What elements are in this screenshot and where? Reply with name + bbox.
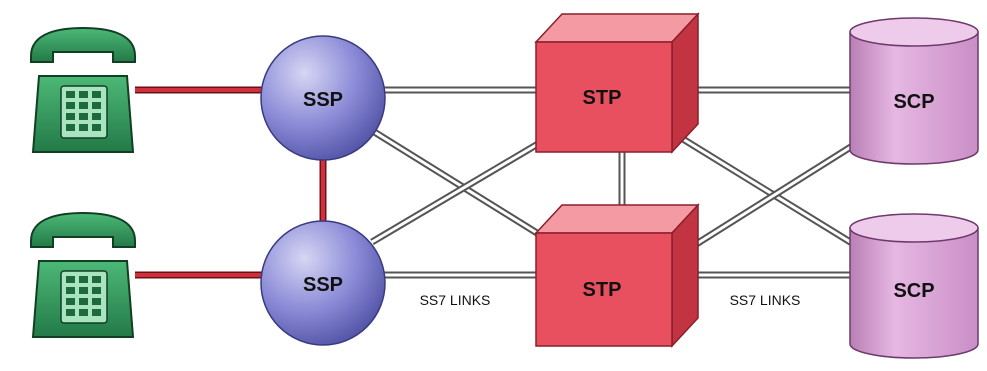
telephone-icon-bottom	[30, 211, 136, 338]
stp-node-top: STP	[534, 12, 700, 154]
link-ssp-bottom-stp-top	[370, 134, 550, 246]
ssp-node-top: SSP	[260, 35, 386, 161]
ssp-top-label: SSP	[303, 89, 343, 111]
stp-bottom-label: STP	[583, 279, 622, 301]
scp-bottom-label: SCP	[893, 280, 934, 302]
stp-node-bottom: STP	[534, 203, 700, 348]
scp-top-label: SCP	[893, 91, 934, 113]
ss7-links	[366, 86, 867, 279]
link-ssp-top-stp-bottom	[366, 125, 547, 241]
ssp-node-bottom: SSP	[260, 220, 386, 346]
ss7-links-label-left: SS7 LINKS	[420, 292, 491, 308]
ssp-bottom-label: SSP	[303, 274, 343, 296]
telephone-icon-top	[30, 26, 136, 153]
scp-node-top: SCP	[849, 17, 979, 165]
voice-lines	[135, 86, 327, 279]
scp-node-bottom: SCP	[849, 213, 979, 359]
link-stp-top-scp-bottom	[663, 125, 862, 251]
ss7-links-label-right: SS7 LINKS	[730, 292, 801, 308]
link-stp-bottom-scp-top	[688, 135, 867, 251]
stp-top-label: STP	[583, 87, 622, 109]
